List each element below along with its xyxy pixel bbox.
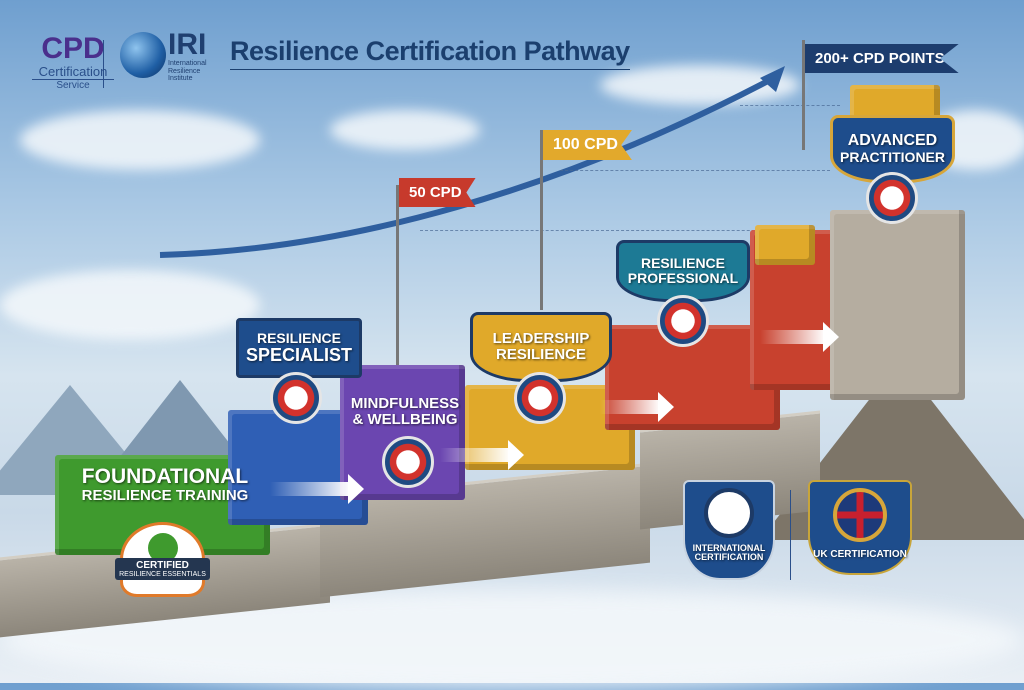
iri-logo: IRI International Resilience Institute xyxy=(168,30,207,83)
step-subtitle: SPECIALIST xyxy=(245,344,352,365)
cert-label: INTERNATIONAL CERTIFICATION xyxy=(692,543,766,563)
advanced-banner: ADVANCED PRACTITIONER xyxy=(830,115,955,183)
certified-essentials-badge: CERTIFIED RESILIENCE ESSENTIALS xyxy=(115,558,210,580)
step-foundational: FOUNDATIONAL RESILIENCE TRAINING xyxy=(70,465,260,505)
gold-block xyxy=(755,225,815,265)
badge-title: CERTIFIED xyxy=(136,560,189,571)
iri-sub-line: Resilience xyxy=(168,67,201,75)
flag-pole xyxy=(540,130,543,310)
step-title: RESILIENCE xyxy=(256,330,341,347)
step-mindfulness: MINDFULNESS & WELLBEING xyxy=(345,396,465,428)
page-title: Resilience Certification Pathway xyxy=(230,36,630,70)
advanced-seal-icon xyxy=(866,172,918,224)
specialist-seal-icon xyxy=(270,372,322,424)
specialist-banner: RESILIENCE SPECIALIST xyxy=(236,318,362,378)
globe-icon xyxy=(120,32,166,78)
grid-line xyxy=(420,230,800,231)
iri-sub: International Resilience Institute xyxy=(168,60,207,83)
divider xyxy=(103,40,104,88)
iri-sub-line: International xyxy=(168,60,207,67)
cert-label: UK CERTIFICATION xyxy=(813,549,907,560)
step-subtitle: PROFESSIONAL xyxy=(627,270,739,286)
globe-icon xyxy=(704,488,754,538)
grid-line xyxy=(740,105,840,106)
flag-pole xyxy=(802,40,805,150)
step-title: FOUNDATIONAL xyxy=(81,465,249,488)
cloud xyxy=(330,110,480,150)
uk-certification-badge: UK CERTIFICATION xyxy=(808,480,912,575)
flag-50-cpd: 50 CPD xyxy=(399,178,476,207)
cloud xyxy=(0,270,260,340)
mindfulness-seal-icon xyxy=(382,436,434,488)
arrow-icon xyxy=(440,440,524,470)
advanced-pillar xyxy=(830,210,965,400)
step-title: MINDFULNESS xyxy=(350,395,460,412)
grid-line xyxy=(560,170,830,171)
iri-logo-text: IRI xyxy=(168,28,207,61)
cloud xyxy=(20,110,260,170)
cpd-logo: CPD Certification Service xyxy=(32,34,114,91)
step-subtitle: RESILIENCE xyxy=(495,346,586,363)
arrow-icon xyxy=(270,474,364,504)
flag-100-cpd: 100 CPD xyxy=(543,130,632,160)
badge-sub: RESILIENCE ESSENTIALS xyxy=(119,571,206,578)
leadership-seal-icon xyxy=(514,372,566,424)
flag-pole xyxy=(396,185,399,370)
cpd-logo-sub2: Service xyxy=(56,80,90,91)
professional-seal-icon xyxy=(657,295,709,347)
cpd-logo-text: CPD xyxy=(41,32,105,65)
international-certification-badge: INTERNATIONAL CERTIFICATION xyxy=(683,480,775,580)
flag-200-cpd: 200+ CPD POINTS xyxy=(805,44,959,73)
uk-flag-icon xyxy=(833,488,887,542)
professional-banner: RESILIENCE PROFESSIONAL xyxy=(616,240,750,302)
arrow-icon xyxy=(600,392,674,422)
step-subtitle: RESILIENCE TRAINING xyxy=(81,487,249,505)
step-title: RESILIENCE xyxy=(640,255,725,272)
step-subtitle: PRACTITIONER xyxy=(840,149,945,166)
iri-sub-line: Institute xyxy=(168,75,193,83)
divider xyxy=(790,490,791,580)
step-title: LEADERSHIP xyxy=(492,330,590,348)
arrow-icon xyxy=(760,322,839,352)
step-subtitle: & WELLBEING xyxy=(352,410,458,428)
cpd-logo-sub: Certification xyxy=(32,64,114,80)
step-title: ADVANCED xyxy=(847,132,938,150)
